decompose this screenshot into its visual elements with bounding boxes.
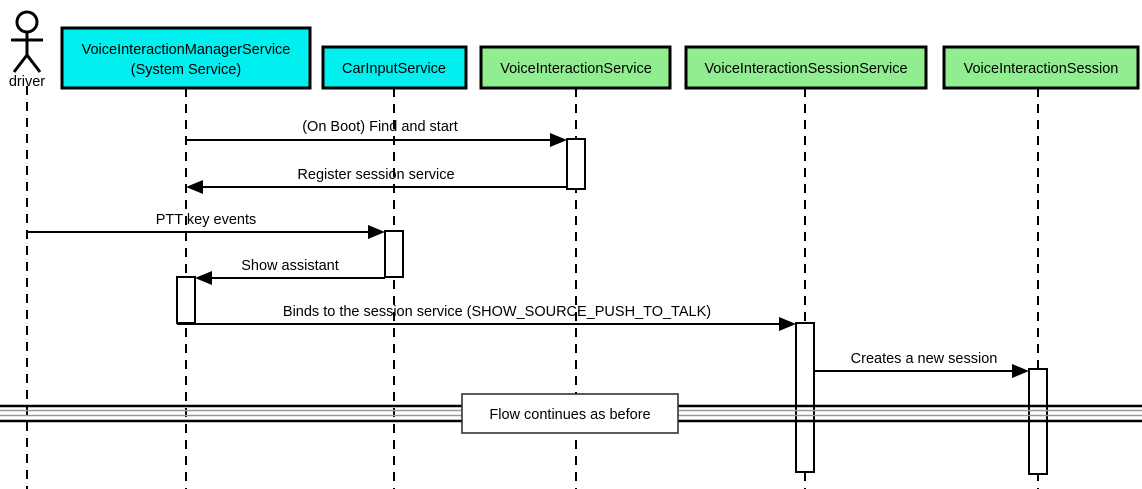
message-arrowhead-on-boot-find-and-start: [550, 133, 567, 147]
message-arrowhead-binds-to-session-service: [779, 317, 796, 331]
divider-note-label: Flow continues as before: [489, 407, 650, 423]
message-creates-a-new-session[interactable]: Creates a new session: [814, 351, 1029, 378]
actor-leg-right-icon: [25, 54, 42, 73]
message-arrowhead-ptt-key-events: [368, 225, 385, 239]
participant-box-voiceinteractionsession[interactable]: VoiceInteractionSession: [942, 45, 1140, 90]
message-label-ptt-key-events: PTT key events: [156, 212, 256, 228]
participant-box-voiceinteractionsessionservice[interactable]: VoiceInteractionSessionService: [684, 45, 928, 90]
participant-label-vims-line1: VoiceInteractionManagerService: [82, 42, 291, 58]
participant-box-carinputservice[interactable]: CarInputService: [321, 45, 468, 90]
message-arrowhead-register-session-service: [186, 180, 203, 194]
message-label-creates-a-new-session: Creates a new session: [851, 351, 998, 367]
participant-label-voiceinteractionsession: VoiceInteractionSession: [964, 61, 1119, 77]
activation-bar-voiceinteractionservice: [566, 138, 586, 190]
message-arrowhead-creates-a-new-session: [1012, 364, 1029, 378]
divider-note[interactable]: Flow continues as before: [461, 393, 679, 434]
participant-rect-voiceinteractionservice: [479, 45, 672, 90]
actor-driver[interactable]: driver: [9, 10, 45, 90]
actor-head-icon: [15, 10, 39, 34]
activation-bar-carinputservice: [384, 230, 404, 278]
activation-bar-vims: [176, 276, 196, 324]
divider-note-rect: [461, 393, 679, 434]
actor-leg-left-icon: [12, 54, 29, 73]
participant-rect-voiceinteractionsession: [942, 45, 1140, 90]
message-label-binds-to-session-service: Binds to the session service (SHOW_SOURC…: [283, 304, 711, 320]
participant-rect-vims: [60, 26, 312, 90]
participant-label-voiceinteractionsessionservice: VoiceInteractionSessionService: [704, 61, 907, 77]
message-label-show-assistant: Show assistant: [241, 258, 339, 274]
message-label-on-boot-find-and-start: (On Boot) Find and start: [302, 119, 458, 135]
message-label-register-session-service: Register session service: [297, 167, 454, 183]
message-register-session-service[interactable]: Register session service: [186, 167, 567, 194]
message-on-boot-find-and-start[interactable]: (On Boot) Find and start: [186, 119, 567, 147]
participant-box-voiceinteractionservice[interactable]: VoiceInteractionService: [479, 45, 672, 90]
participant-rect-carinputservice: [321, 45, 468, 90]
message-ptt-key-events[interactable]: PTT key events: [27, 212, 385, 239]
activation-bar-voiceinteractionsessionservice: [795, 322, 815, 473]
participant-label-voiceinteractionservice: VoiceInteractionService: [500, 61, 652, 77]
actor-label-driver: driver: [9, 74, 45, 90]
participant-label-carinputservice: CarInputService: [342, 61, 446, 77]
participant-label-vims-line2: (System Service): [131, 62, 241, 78]
message-arrowhead-show-assistant: [195, 271, 212, 285]
participant-box-vims[interactable]: VoiceInteractionManagerService (System S…: [60, 26, 312, 90]
participant-rect-voiceinteractionsessionservice: [684, 45, 928, 90]
message-binds-to-session-service[interactable]: Binds to the session service (SHOW_SOURC…: [177, 304, 796, 331]
message-show-assistant[interactable]: Show assistant: [195, 258, 385, 285]
